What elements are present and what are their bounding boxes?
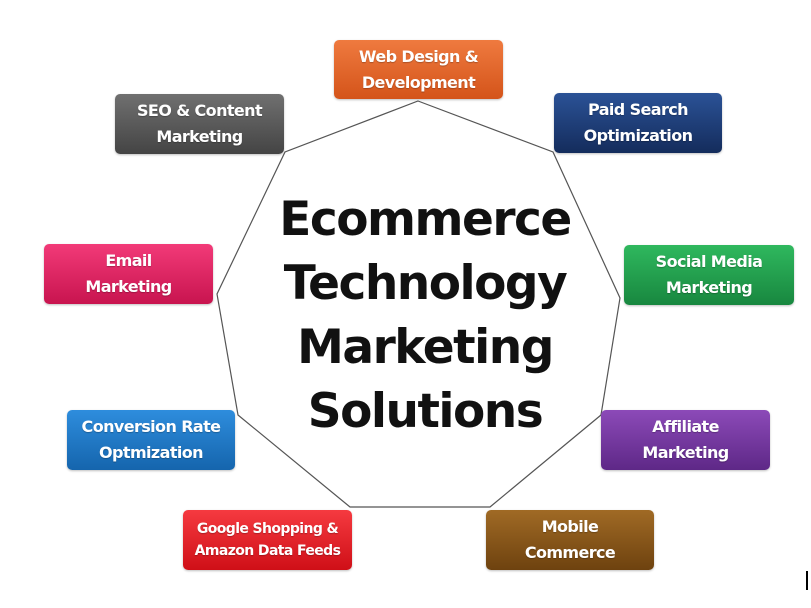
node-label-line-2: Optimization	[583, 126, 693, 145]
node-google-shopping-amazon-feeds: Google Shopping & Amazon Data Feeds	[183, 510, 352, 570]
node-label-line-1: SEO & Content	[136, 101, 263, 120]
node-label-line-2: Optmization	[99, 443, 203, 462]
node-social-media-marketing: Social Media Marketing	[624, 245, 794, 305]
node-label-line-1: Google Shopping &	[196, 521, 339, 537]
node-label-line-2: Amazon Data Feeds	[194, 543, 341, 559]
node-web-design-development: Web Design & Development	[334, 40, 503, 99]
node-mobile-commerce: Mobile Commerce	[486, 510, 654, 570]
node-label-line-2: Marketing	[665, 278, 753, 297]
title-line-1: Ecommerce	[279, 192, 572, 247]
node-label-line-2: Marketing	[85, 277, 172, 296]
node-label-line-1: Affiliate	[652, 417, 719, 436]
node-label-line-1: Social Media	[655, 252, 763, 271]
node-label-line-1: Email	[105, 251, 152, 270]
node-conversion-rate-optimization: Conversion Rate Optmization	[67, 410, 235, 470]
node-label-line-2: Commerce	[524, 543, 616, 562]
title-line-3: Marketing	[297, 320, 554, 375]
node-label-line-1: Web Design &	[358, 46, 479, 66]
node-label-line-2: Marketing	[156, 127, 243, 146]
node-label-line-1: Mobile	[541, 517, 599, 536]
node-affiliate-marketing: Affiliate Marketing	[601, 410, 770, 470]
node-label-line-1: Paid Search	[588, 100, 689, 119]
node-label-line-2: Marketing	[642, 443, 729, 462]
node-email-marketing: Email Marketing	[44, 244, 213, 304]
node-seo-content-marketing: SEO & Content Marketing	[115, 94, 284, 154]
center-title: Ecommerce Technology Marketing Solutions	[255, 188, 595, 444]
title-line-4: Solutions	[307, 384, 544, 439]
text-cursor-mark	[806, 571, 808, 590]
title-line-2: Technology	[283, 256, 568, 311]
node-label-line-1: Conversion Rate	[81, 417, 221, 436]
node-paid-search-optimization: Paid Search Optimization	[554, 93, 722, 153]
node-label-line-2: Development	[361, 72, 476, 92]
